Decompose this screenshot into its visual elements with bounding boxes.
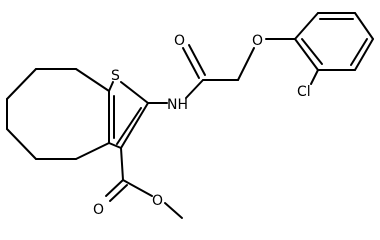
bond <box>237 47 255 81</box>
bond <box>108 81 114 92</box>
bond <box>301 38 323 65</box>
bond <box>294 38 319 71</box>
amide-nitrogen-label: NH <box>167 97 188 113</box>
bond <box>105 179 124 197</box>
bond <box>294 12 319 40</box>
bond <box>310 69 319 85</box>
bond <box>350 38 368 66</box>
bond <box>116 107 142 145</box>
bond <box>354 12 374 40</box>
bond <box>120 102 149 149</box>
bond <box>108 142 122 149</box>
atom-labels: S NH O O Cl O O <box>93 33 311 218</box>
bond <box>354 38 374 71</box>
bond <box>120 147 124 181</box>
bond <box>122 179 153 197</box>
bond <box>182 47 200 79</box>
structure-diagram: S NH O O Cl O O <box>6 12 374 219</box>
bond <box>75 68 110 92</box>
bond <box>164 202 183 219</box>
bond <box>185 79 204 99</box>
ester-carbonyl-oxygen-label: O <box>93 202 104 218</box>
amide-oxygen-label: O <box>174 33 185 49</box>
ether-oxygen-label: O <box>252 33 263 49</box>
bond <box>75 142 110 160</box>
chlorine-label: Cl <box>297 84 311 100</box>
bond-lines <box>6 12 374 219</box>
bond <box>120 81 149 104</box>
bond <box>6 68 37 100</box>
sulfur-label: S <box>111 68 120 84</box>
bond <box>188 44 206 76</box>
bond <box>109 184 128 202</box>
bond <box>6 128 37 160</box>
ester-alkoxy-oxygen-label: O <box>152 193 163 209</box>
